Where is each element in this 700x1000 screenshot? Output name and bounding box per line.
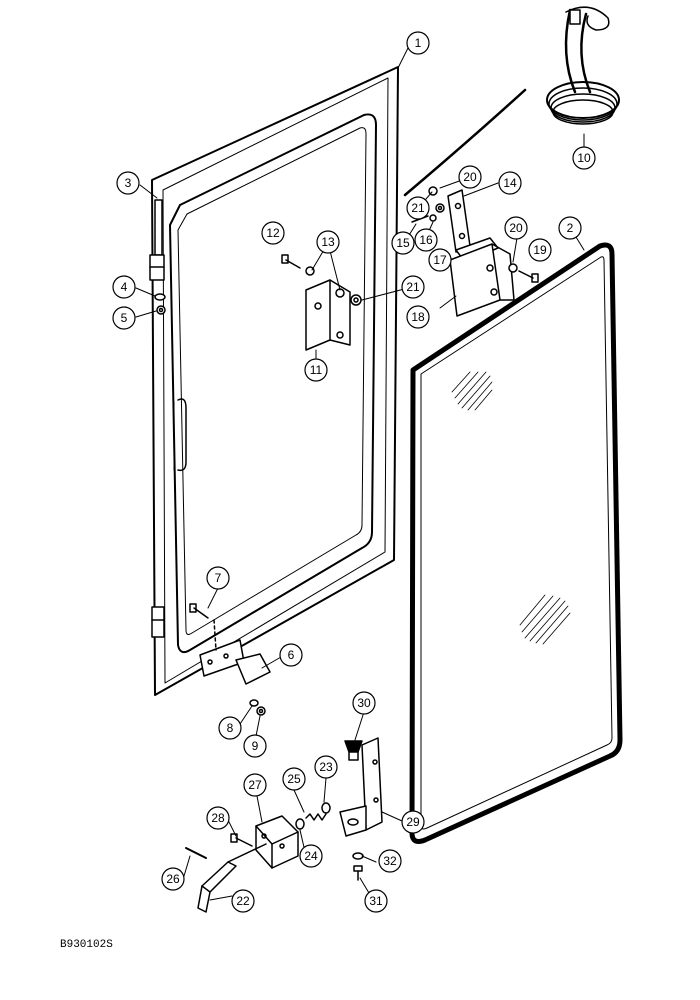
bolt-7 — [189, 603, 217, 651]
svg-text:28: 28 — [211, 811, 225, 825]
lower-bracket-6 — [199, 639, 271, 685]
callout-21b: 21 — [401, 275, 425, 299]
callout-20a: 20 — [458, 165, 482, 189]
window-glass — [409, 242, 623, 844]
spring-23-25 — [295, 802, 331, 830]
callout-13: 13 — [316, 230, 340, 254]
svg-text:8: 8 — [227, 721, 234, 735]
bolt-12 — [281, 254, 301, 269]
svg-text:26: 26 — [166, 872, 180, 886]
svg-text:15: 15 — [396, 236, 410, 250]
trim-curve — [403, 88, 527, 197]
svg-text:10: 10 — [577, 151, 591, 165]
svg-text:2: 2 — [567, 221, 574, 235]
callout-8: 8 — [218, 716, 242, 740]
seal-roll — [546, 6, 620, 125]
svg-text:16: 16 — [419, 233, 433, 247]
latch-knob-30 — [344, 740, 363, 761]
svg-text:13: 13 — [321, 235, 335, 249]
svg-text:17: 17 — [433, 253, 447, 267]
pin-26 — [185, 847, 207, 859]
callout-32: 32 — [378, 849, 402, 873]
callout-6: 6 — [279, 643, 303, 667]
washer-8-nut-9 — [249, 699, 266, 716]
callout-27: 27 — [243, 773, 267, 797]
svg-text:31: 31 — [369, 894, 383, 908]
callout-15: 15 — [391, 231, 415, 255]
svg-text:21: 21 — [411, 201, 425, 215]
callout-30: 30 — [352, 691, 376, 715]
svg-text:14: 14 — [503, 176, 517, 190]
latch-27 — [255, 815, 299, 869]
callout-18: 18 — [406, 305, 430, 329]
svg-text:24: 24 — [304, 849, 318, 863]
svg-text:4: 4 — [121, 280, 128, 294]
callout-5: 5 — [112, 306, 136, 330]
hinge-bracket-11 — [305, 279, 351, 351]
svg-text:23: 23 — [319, 760, 333, 774]
callout-20b: 20 — [504, 216, 528, 240]
callout-26: 26 — [161, 867, 185, 891]
washer-32-bolt-31 — [352, 852, 364, 881]
svg-text:12: 12 — [266, 226, 280, 240]
svg-text:29: 29 — [406, 815, 420, 829]
svg-text:11: 11 — [310, 363, 323, 377]
svg-text:32: 32 — [383, 854, 397, 868]
callout-14: 14 — [498, 171, 522, 195]
svg-text:22: 22 — [236, 894, 250, 908]
svg-text:7: 7 — [215, 571, 222, 585]
svg-text:1: 1 — [415, 36, 422, 50]
callout-11: 11 — [304, 358, 328, 382]
svg-text:5: 5 — [121, 311, 128, 325]
latch-bracket-29 — [339, 737, 383, 837]
callout-16: 16 — [414, 228, 438, 252]
washer-13 — [305, 266, 345, 298]
callout-4: 4 — [112, 275, 136, 299]
callout-3: 3 — [116, 171, 140, 195]
svg-text:3: 3 — [125, 176, 132, 190]
callout-29: 29 — [401, 810, 425, 834]
nut-21-lower — [350, 294, 362, 306]
callout-9: 9 — [243, 734, 267, 758]
callout-28: 28 — [206, 806, 230, 830]
svg-text:21: 21 — [406, 280, 420, 294]
hinge-plate-14 — [447, 189, 471, 253]
callout-31: 31 — [364, 889, 388, 913]
lower-hinge — [151, 606, 165, 638]
svg-text:20: 20 — [509, 221, 523, 235]
callout-2: 2 — [558, 216, 582, 240]
callout-19: 19 — [528, 238, 552, 262]
callout-23: 23 — [314, 755, 338, 779]
callout-21a: 21 — [406, 196, 430, 220]
callout-7: 7 — [206, 566, 230, 590]
nut-5 — [156, 305, 166, 315]
svg-text:19: 19 — [533, 243, 547, 257]
bracket-18 — [449, 243, 515, 317]
svg-text:9: 9 — [252, 739, 259, 753]
callouts: 1 10 3 20 14 21 2 20 12 13 15 16 19 17 4… — [112, 31, 596, 913]
callout-12: 12 — [261, 221, 285, 245]
diagram-code: B930102S — [60, 939, 113, 951]
callout-1: 1 — [406, 31, 430, 55]
callout-24: 24 — [299, 844, 323, 868]
callout-22: 22 — [231, 889, 255, 913]
door-frame — [151, 66, 399, 696]
svg-text:6: 6 — [288, 648, 295, 662]
washer-4 — [154, 293, 166, 301]
bolt-28 — [230, 833, 253, 847]
hinge-pin — [149, 199, 165, 281]
callout-25: 25 — [282, 767, 306, 791]
callout-17: 17 — [428, 248, 452, 272]
svg-text:18: 18 — [411, 310, 425, 324]
svg-text:25: 25 — [287, 772, 301, 786]
handle-22 — [197, 843, 267, 913]
svg-text:20: 20 — [463, 170, 477, 184]
callout-10: 10 — [572, 146, 596, 170]
svg-text:30: 30 — [357, 696, 371, 710]
svg-text:27: 27 — [248, 778, 262, 792]
